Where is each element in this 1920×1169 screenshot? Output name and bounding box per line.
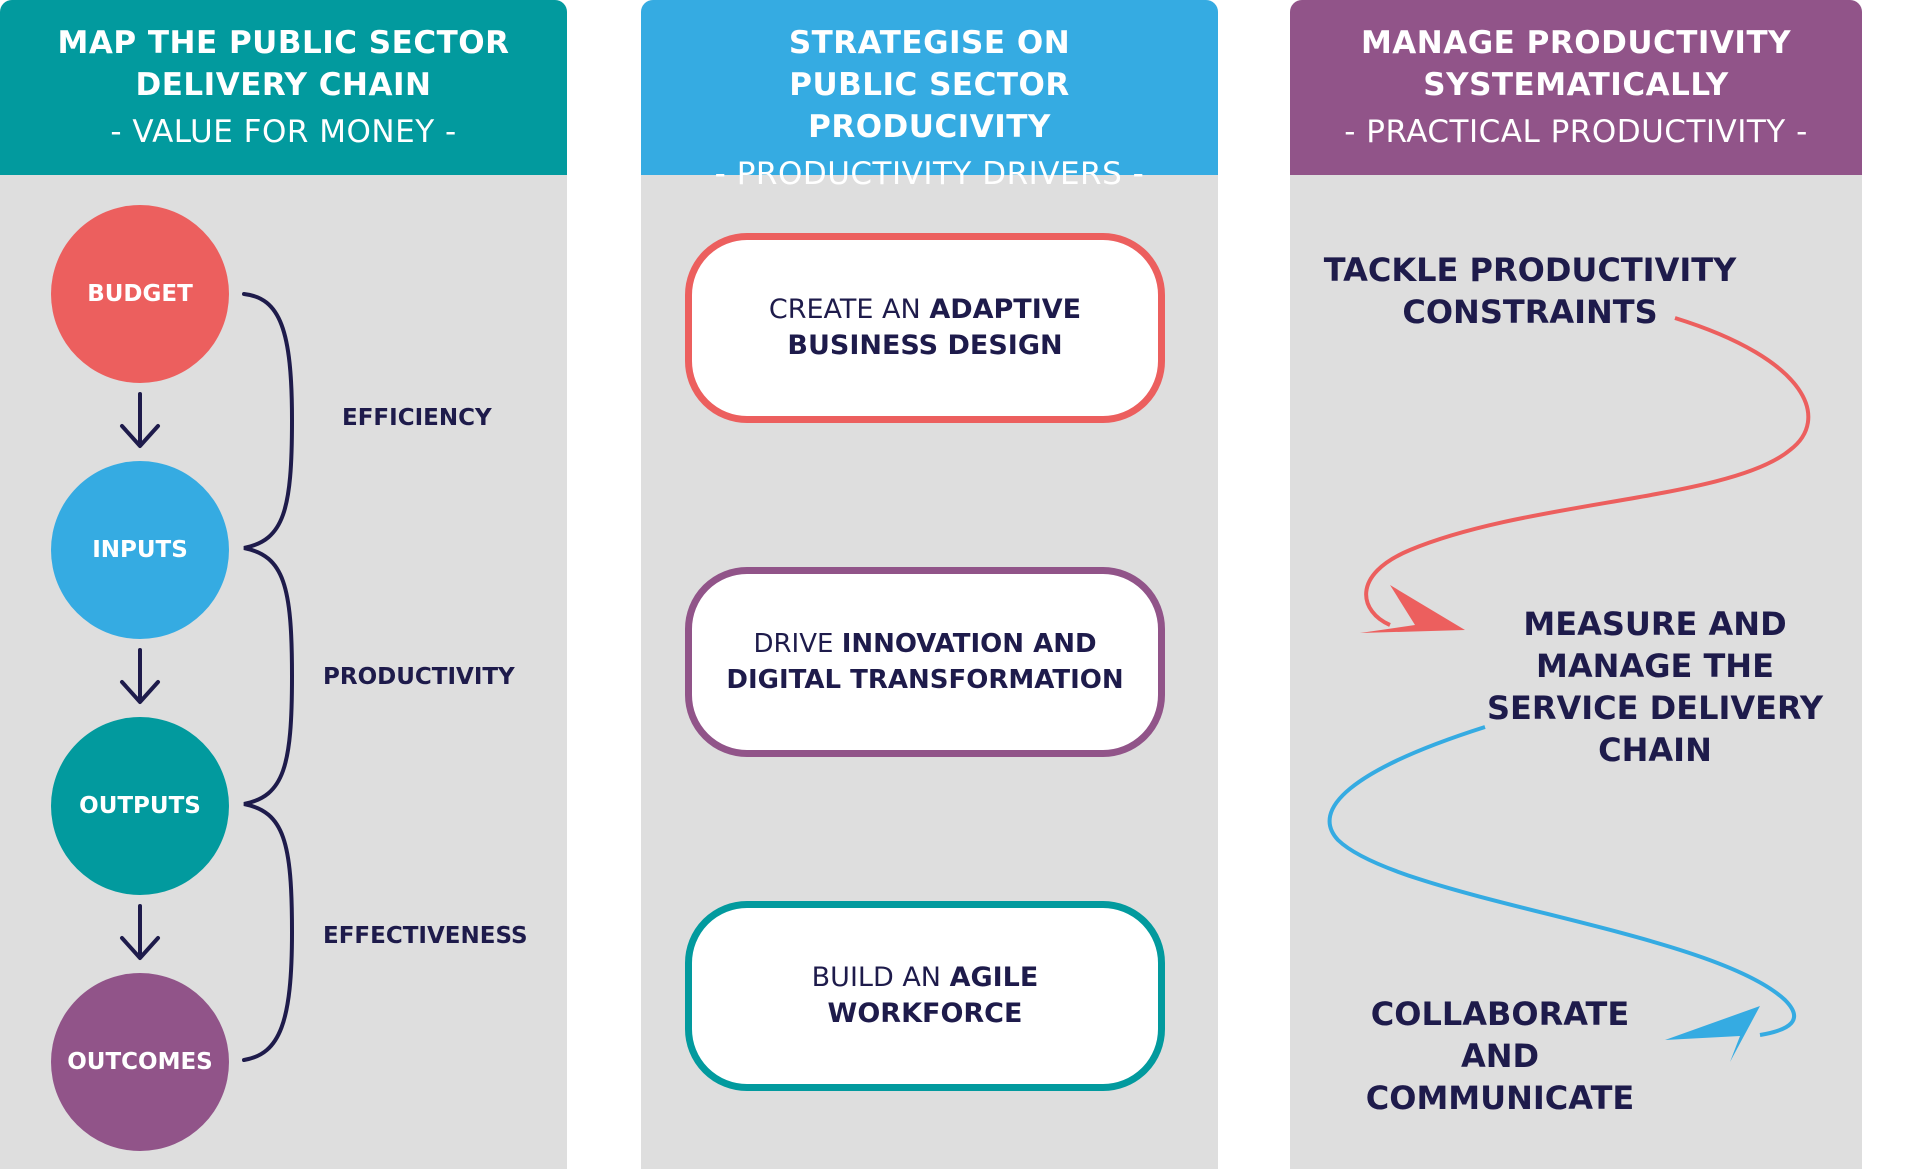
blue-flow-curve <box>1327 725 1797 1037</box>
step-tackle-constraints: TACKLE PRODUCTIVITY CONSTRAINTS <box>1323 251 1737 331</box>
panel-title: MAP THE PUBLIC SECTOR DELIVERY CHAIN <box>57 25 510 103</box>
driver-prefix: BUILD AN <box>811 962 950 993</box>
panel-practical-productivity: MANAGE PRODUCTIVITY SYSTEMATICALLY - PRA… <box>1290 0 1862 1169</box>
panel-subtitle: - PRODUCTIVITY DRIVERS - <box>714 156 1145 192</box>
step-collaborate: COLLABORATE AND COMMUNICATE <box>1365 995 1635 1117</box>
bracket-icon <box>242 292 295 1062</box>
outputs-node: OUTPUTS <box>51 717 229 895</box>
panel-productivity-drivers: STRATEGISE ON PUBLIC SECTOR PRODUCIVITY … <box>641 0 1218 1169</box>
panel-header: STRATEGISE ON PUBLIC SECTOR PRODUCIVITY … <box>641 0 1218 192</box>
panel-delivery-chain: MAP THE PUBLIC SECTOR DELIVERY CHAIN - V… <box>0 0 567 1169</box>
red-arrowhead-icon <box>1360 585 1465 633</box>
panel-subtitle: - PRACTICAL PRODUCTIVITY - <box>1344 114 1808 150</box>
red-flow-curve <box>1364 316 1811 627</box>
panel-header: MANAGE PRODUCTIVITY SYSTEMATICALLY - PRA… <box>1290 0 1862 175</box>
driver-innovation-digital: DRIVE INNOVATION AND DIGITAL TRANSFORMAT… <box>685 567 1165 757</box>
outcomes-node: OUTCOMES <box>51 973 229 1151</box>
driver-adaptive-business-design: CREATE AN ADAPTIVE BUSINESS DESIGN <box>685 233 1165 423</box>
efficiency-label: EFFICIENCY <box>342 405 492 431</box>
blue-arrowhead-icon <box>1665 1006 1760 1062</box>
panel-title: MANAGE PRODUCTIVITY SYSTEMATICALLY <box>1360 25 1792 103</box>
driver-emphasis: AGILE WORKFORCE <box>827 962 1039 1029</box>
panel-title: STRATEGISE ON PUBLIC SECTOR PRODUCIVITY <box>788 25 1071 145</box>
panel-subtitle: - VALUE FOR MONEY - <box>110 114 457 150</box>
driver-agile-workforce: BUILD AN AGILE WORKFORCE <box>685 901 1165 1091</box>
budget-node: BUDGET <box>51 205 229 383</box>
productivity-label: PRODUCTIVITY <box>323 664 515 690</box>
driver-emphasis: INNOVATION AND DIGITAL TRANSFORMATION <box>726 629 1124 695</box>
flow-curves <box>1327 316 1811 1062</box>
driver-prefix: DRIVE <box>753 629 842 659</box>
panel-header: MAP THE PUBLIC SECTOR DELIVERY CHAIN - V… <box>0 0 567 175</box>
effectiveness-label: EFFECTIVENESS <box>323 923 528 949</box>
arrow-down-icon <box>120 648 160 704</box>
arrow-down-icon <box>120 392 160 448</box>
arrow-down-icon <box>120 904 160 960</box>
step-measure-manage: MEASURE AND MANAGE THE SERVICE DELIVERY … <box>1486 605 1824 769</box>
inputs-node: INPUTS <box>51 461 229 639</box>
driver-emphasis: ADAPTIVE BUSINESS DESIGN <box>787 294 1082 361</box>
driver-prefix: CREATE AN <box>768 294 930 325</box>
